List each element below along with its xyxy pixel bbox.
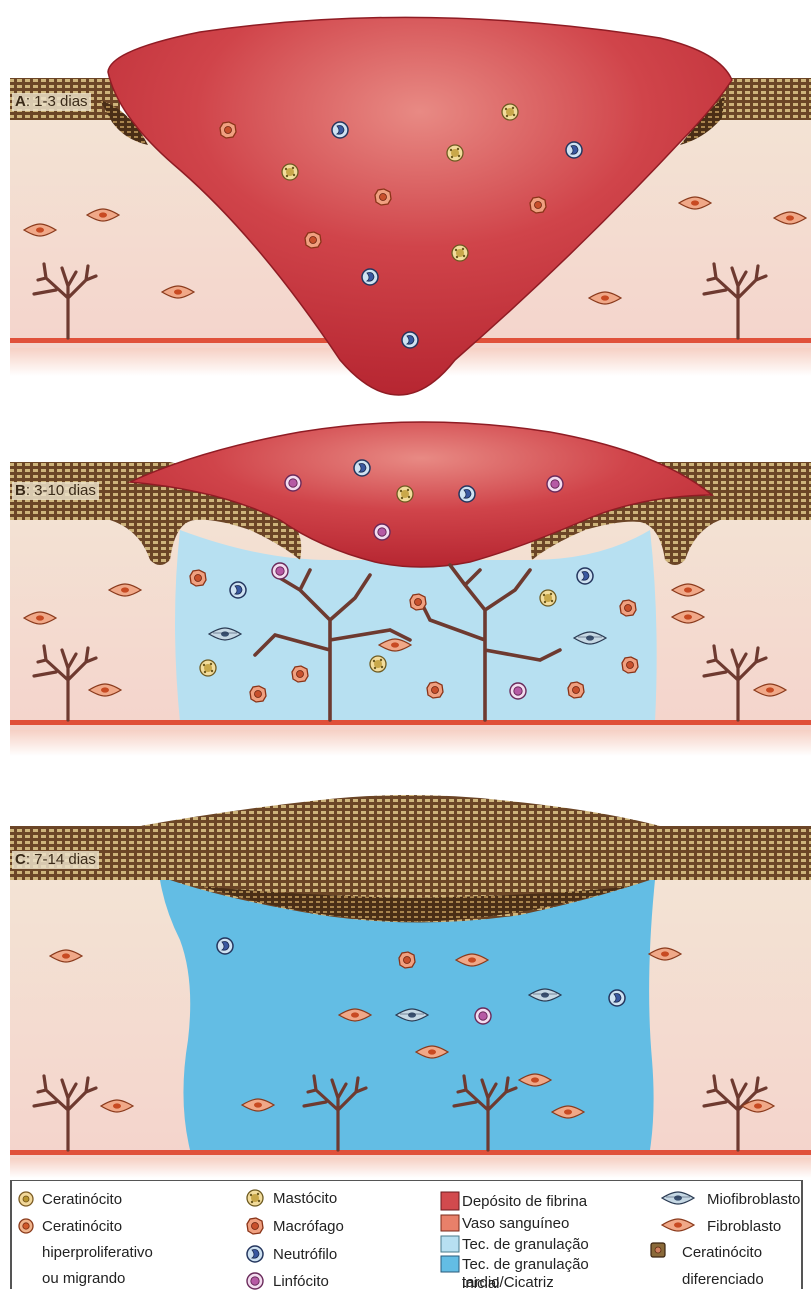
legend-granulation: Tec. de granulação (462, 1236, 589, 1254)
lymphocyte (272, 563, 288, 579)
panel-c-label: C: 7-14 dias (12, 851, 99, 869)
basement-line (10, 1150, 811, 1155)
legend-fibroblast: Fibroblasto (707, 1218, 781, 1236)
basement-line (10, 720, 811, 725)
macrophage (622, 657, 638, 673)
lymphocyte (510, 683, 526, 699)
macrophage (250, 686, 266, 702)
panel-c (10, 795, 811, 1178)
neutrophil (332, 122, 348, 138)
neutrophil (230, 582, 246, 598)
mast-cell (282, 164, 298, 180)
mast-cell (540, 590, 556, 606)
legend-divider (801, 1181, 803, 1289)
neutrophil (609, 990, 625, 1006)
macrophage (305, 232, 321, 248)
legend-keratinocyte: Ceratinócito (42, 1191, 122, 1209)
legend-keratinocyte-hyper-3: ou migrando (42, 1270, 125, 1288)
legend-late-granulation-3: inicial (462, 1275, 500, 1293)
panel-a-label: A: 1-3 dias (12, 93, 91, 111)
macrophage (375, 189, 391, 205)
macrophage (190, 570, 206, 586)
legend: Ceratinócito Ceratinócito hiperprolifera… (10, 1180, 803, 1289)
lymphocyte (374, 524, 390, 540)
lymphocyte (285, 475, 301, 491)
lymphocyte (475, 1008, 491, 1024)
legend-fibrin: Depósito de fibrina (462, 1193, 587, 1211)
legend-divider (10, 1181, 12, 1289)
base-fade (10, 1158, 811, 1178)
legend-late-granulation-1: Tec. de granulação (462, 1256, 589, 1274)
panel-b-label: B: 3-10 dias (12, 482, 99, 500)
legend-keratinocyte-hyper-2: hiperproliferativo (42, 1244, 153, 1262)
mast-cell (370, 656, 386, 672)
macrophage (427, 682, 443, 698)
macrophage (292, 666, 308, 682)
mast-cell (452, 245, 468, 261)
neutrophil (577, 568, 593, 584)
legend-macrophage: Macrófago (273, 1218, 344, 1236)
base-fade (10, 730, 811, 756)
neutrophil (459, 486, 475, 502)
legend-differentiated-keratinocyte-2: diferenciado (682, 1271, 764, 1289)
mast-cell (447, 145, 463, 161)
macrophage (220, 122, 236, 138)
legend-blood-vessel: Vaso sanguíneo (462, 1215, 569, 1233)
macrophage (620, 600, 636, 616)
neutrophil (354, 460, 370, 476)
legend-differentiated-keratinocyte-1: Ceratinócito (682, 1244, 762, 1262)
neutrophil (362, 269, 378, 285)
neutrophil (217, 938, 233, 954)
macrophage (530, 197, 546, 213)
legend-mast-cell: Mastócito (273, 1190, 337, 1208)
mast-cell (200, 660, 216, 676)
macrophage (399, 952, 415, 968)
neutrophil (566, 142, 582, 158)
legend-neutrophil: Neutrófilo (273, 1246, 337, 1264)
neutrophil (402, 332, 418, 348)
panel-b (10, 422, 811, 756)
macrophage (568, 682, 584, 698)
legend-keratinocyte-hyper-1: Ceratinócito (42, 1218, 122, 1236)
legend-lymphocyte: Linfócito (273, 1273, 329, 1291)
macrophage (410, 594, 426, 610)
panel-a (10, 17, 811, 395)
mast-cell (397, 486, 413, 502)
mast-cell (502, 104, 518, 120)
lymphocyte (547, 476, 563, 492)
legend-myofibroblast: Miofibroblasto (707, 1191, 800, 1209)
